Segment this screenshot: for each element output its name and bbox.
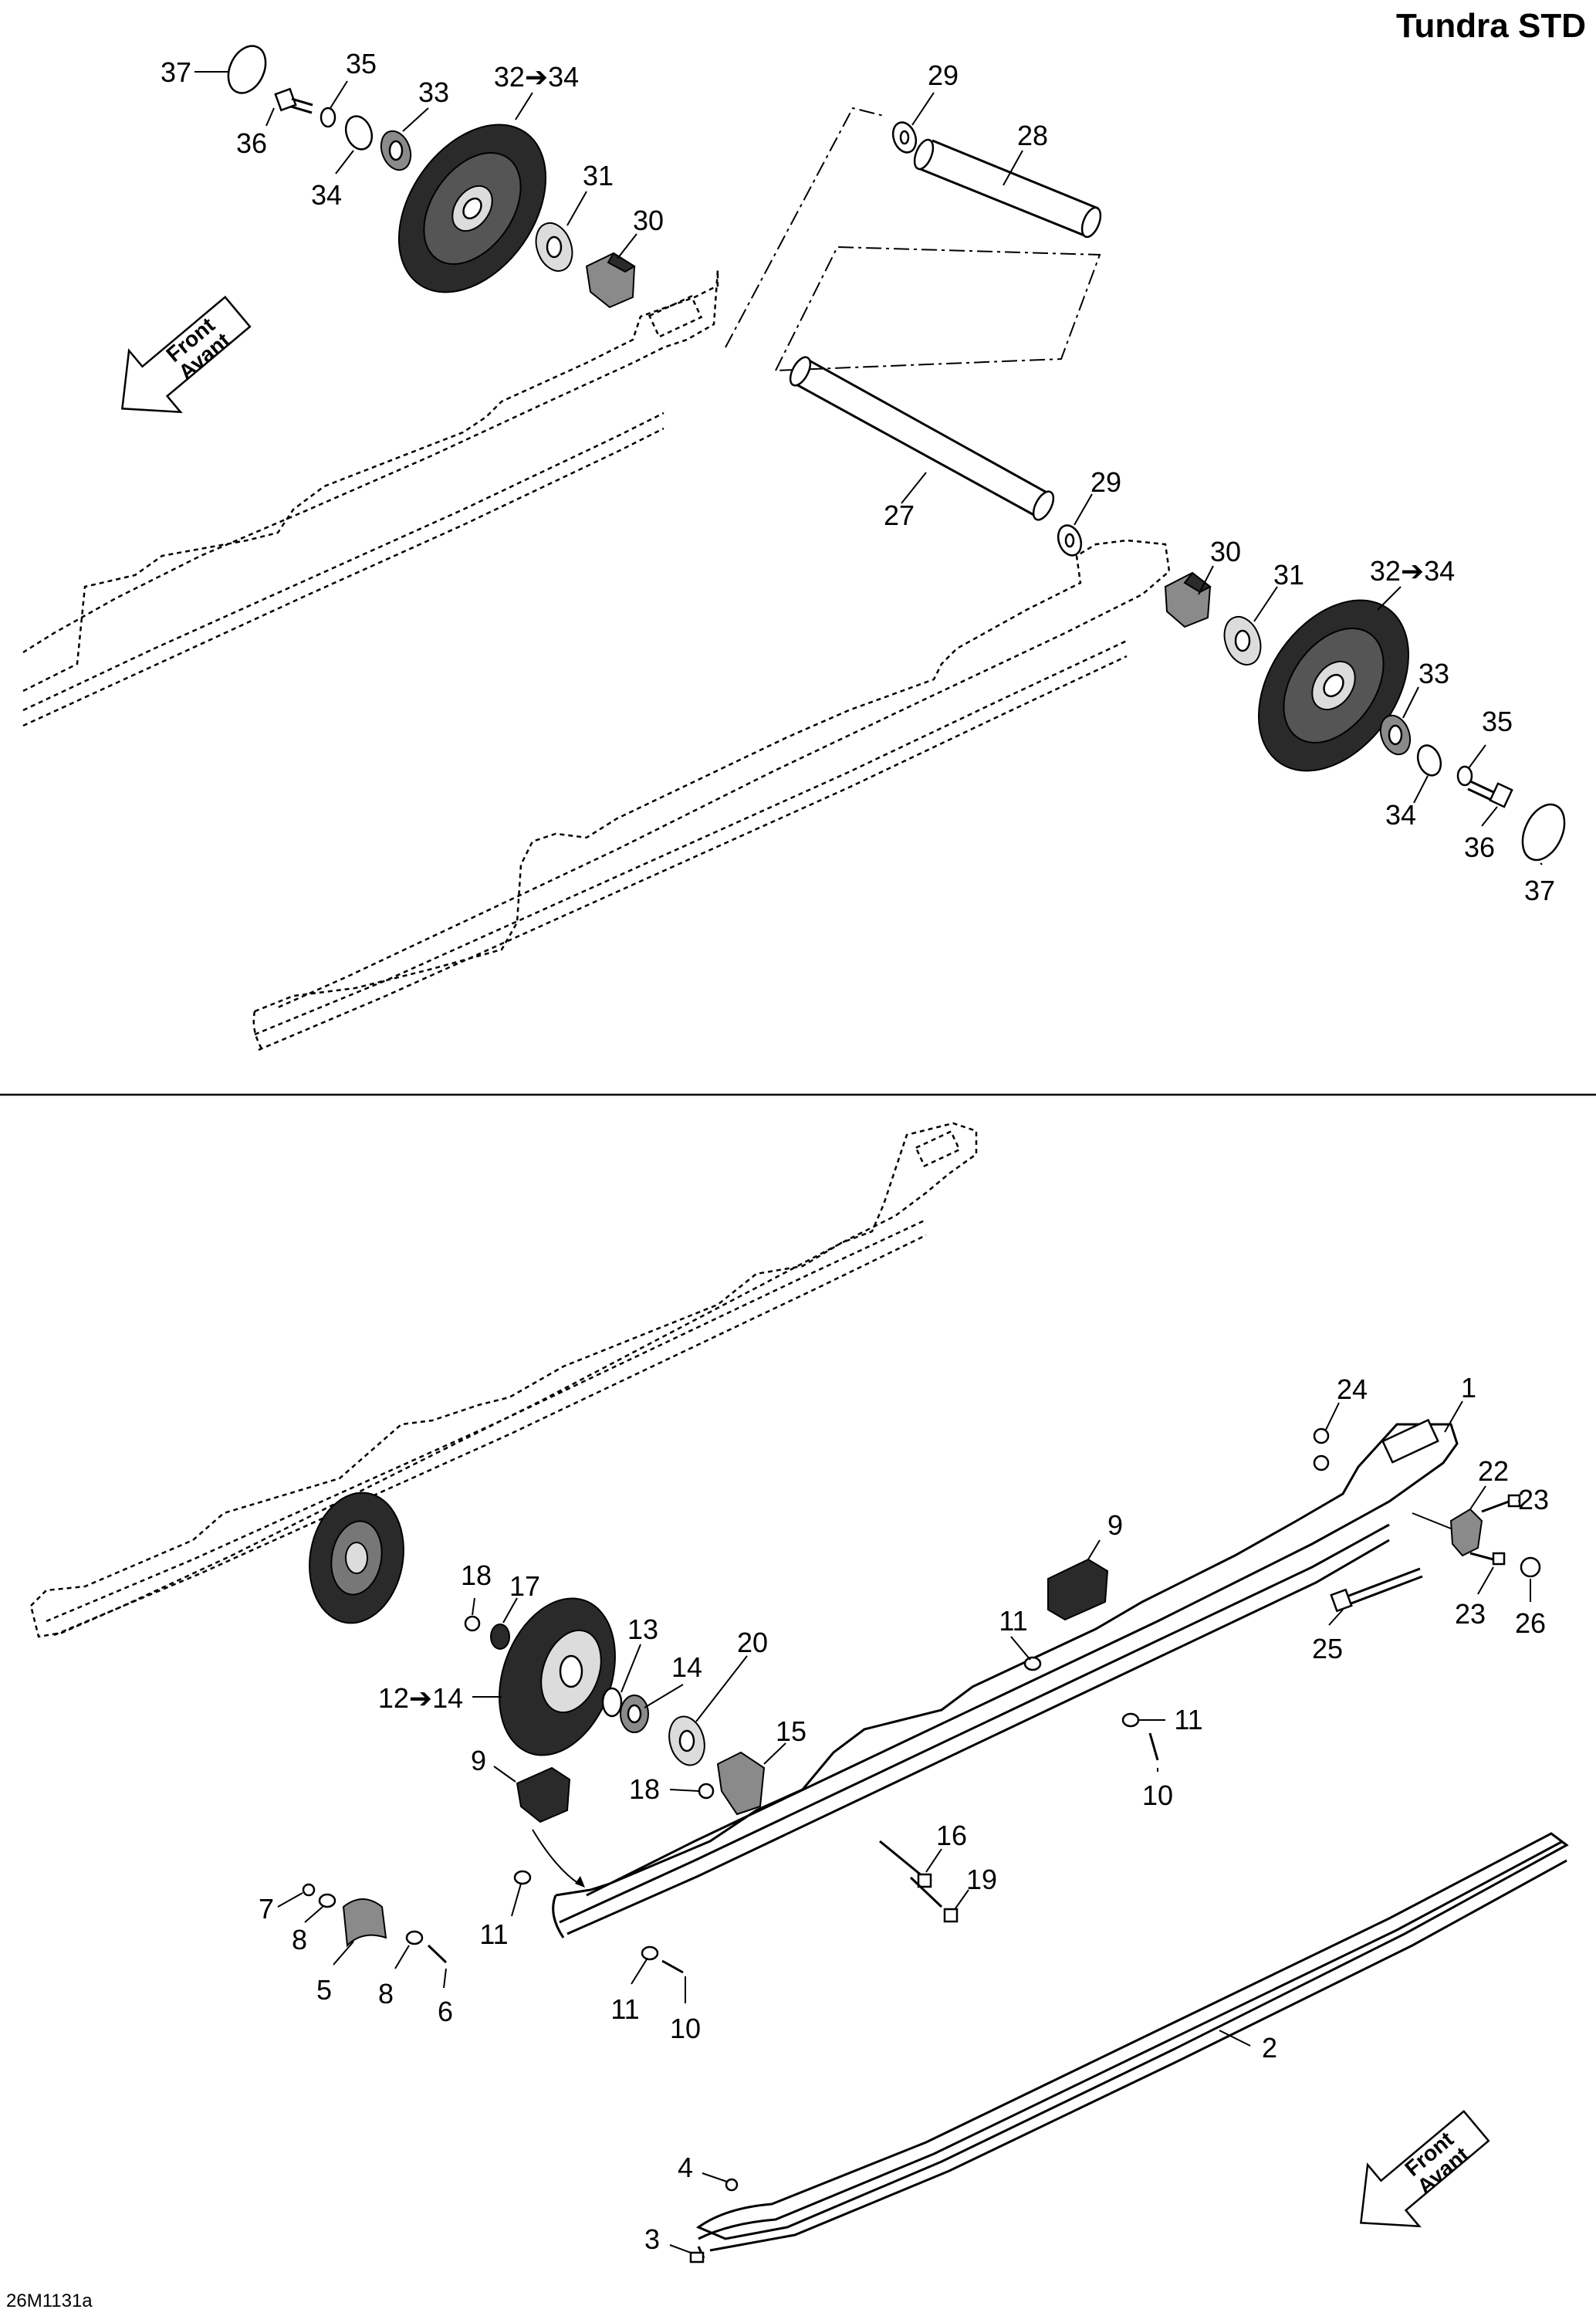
callouts-bottom: 24 1 22 23 23 26 25 9 11 11 10 18 17 13 … — [259, 1372, 1549, 2255]
callout-16: 16 — [936, 1820, 967, 1851]
washer-29-bottom — [1057, 524, 1083, 557]
drawing-code: 26M1131a — [6, 2291, 93, 2311]
callout-25: 25 — [1312, 1633, 1343, 1664]
callout-8b: 8 — [378, 1978, 394, 2010]
spacer-31b — [1223, 616, 1262, 665]
callout-34b: 34 — [1385, 799, 1416, 831]
bolt-36 — [274, 87, 313, 114]
washer-35b — [1456, 765, 1473, 787]
callout-17: 17 — [509, 1570, 540, 1602]
callout-10a: 10 — [1142, 1779, 1173, 1811]
callout-37b: 37 — [1524, 875, 1555, 906]
washer-29-top — [891, 121, 918, 154]
left-rail-phantom — [22, 269, 719, 727]
bearing-33b — [1379, 714, 1412, 756]
right-rail-phantom — [252, 539, 1171, 1051]
callout-30: 30 — [633, 205, 664, 236]
wheel-assembly-top-left — [227, 45, 636, 309]
axle-27 — [789, 356, 1055, 521]
axle-centerlines — [725, 107, 1101, 371]
callout-12-14: 12➔14 — [378, 1682, 463, 1714]
callout-10b: 10 — [670, 2013, 701, 2044]
wheel-32b — [1258, 599, 1409, 772]
callout-9a: 9 — [1107, 1509, 1123, 1541]
callout-15: 15 — [776, 1715, 806, 1747]
front-direction-arrow-top: Front Avant — [121, 296, 252, 414]
callout-9b: 9 — [471, 1745, 486, 1776]
callout-11a: 11 — [999, 1605, 1027, 1637]
idler-wheel-phantom — [309, 1492, 404, 1624]
axle-28 — [913, 138, 1102, 239]
callout-27: 27 — [884, 499, 915, 531]
model-title: Tundra STD — [1396, 7, 1586, 45]
adapter-30b — [1164, 571, 1212, 628]
bearing-33 — [380, 130, 412, 171]
callout-33: 33 — [418, 76, 449, 108]
callout-1: 1 — [1461, 1372, 1476, 1403]
hardware-bottom — [302, 1427, 1541, 2264]
callout-29b: 29 — [1090, 466, 1121, 498]
callout-11d: 11 — [610, 1993, 639, 2025]
rail-part-1 — [552, 1418, 1459, 1938]
callout-34: 34 — [311, 179, 342, 211]
callout-18b: 18 — [629, 1773, 660, 1805]
cap-37b — [1521, 803, 1566, 862]
callout-14: 14 — [671, 1651, 702, 1683]
callout-20: 20 — [737, 1627, 768, 1658]
callout-29: 29 — [928, 59, 959, 91]
callout-2: 2 — [1262, 2032, 1277, 2064]
callout-11b: 11 — [1174, 1704, 1202, 1735]
wheel-32 — [397, 124, 547, 293]
adapter-30 — [585, 252, 636, 309]
callout-35: 35 — [346, 48, 377, 80]
callout-32-34b: 32➔34 — [1370, 555, 1455, 587]
callout-7: 7 — [259, 1893, 274, 1925]
washer-35 — [320, 107, 336, 128]
callout-32-34: 32➔34 — [494, 61, 579, 93]
bolt-36b — [1467, 780, 1513, 808]
callout-23a: 23 — [1518, 1484, 1549, 1515]
front-direction-arrow-bottom: Front Avant — [1360, 2110, 1490, 2228]
callout-18a: 18 — [461, 1559, 492, 1591]
cap-37 — [227, 45, 267, 94]
callout-30b: 30 — [1210, 536, 1241, 567]
wheel-assembly-bottom-right — [1164, 571, 1566, 862]
callout-36b: 36 — [1464, 831, 1495, 863]
callout-8a: 8 — [292, 1924, 307, 1955]
callout-5: 5 — [316, 1974, 332, 2006]
callout-6: 6 — [438, 1996, 453, 2027]
callout-11c: 11 — [479, 1918, 508, 1950]
callout-28: 28 — [1017, 120, 1048, 151]
callout-23b: 23 — [1455, 1598, 1486, 1630]
callouts-top: 37 35 33 32➔34 36 34 31 30 29 28 27 29 3… — [161, 48, 1555, 906]
callout-13: 13 — [627, 1613, 658, 1645]
spacer-31 — [535, 222, 573, 272]
callout-4: 4 — [678, 2152, 693, 2183]
slider-part-2 — [695, 1832, 1569, 2252]
callout-31: 31 — [583, 160, 614, 191]
callout-37: 37 — [161, 56, 191, 88]
callout-33b: 33 — [1418, 658, 1449, 689]
ring-34b — [1416, 744, 1442, 777]
callout-31b: 31 — [1273, 559, 1304, 591]
callout-36: 36 — [236, 127, 267, 159]
rail-phantom-bottom — [29, 1122, 978, 1638]
callout-19: 19 — [966, 1864, 997, 1895]
ring-34 — [344, 115, 374, 151]
callout-26: 26 — [1515, 1607, 1546, 1639]
callout-24: 24 — [1337, 1373, 1368, 1405]
callout-22: 22 — [1478, 1455, 1509, 1487]
callout-3: 3 — [644, 2223, 660, 2255]
callout-35b: 35 — [1482, 706, 1513, 737]
